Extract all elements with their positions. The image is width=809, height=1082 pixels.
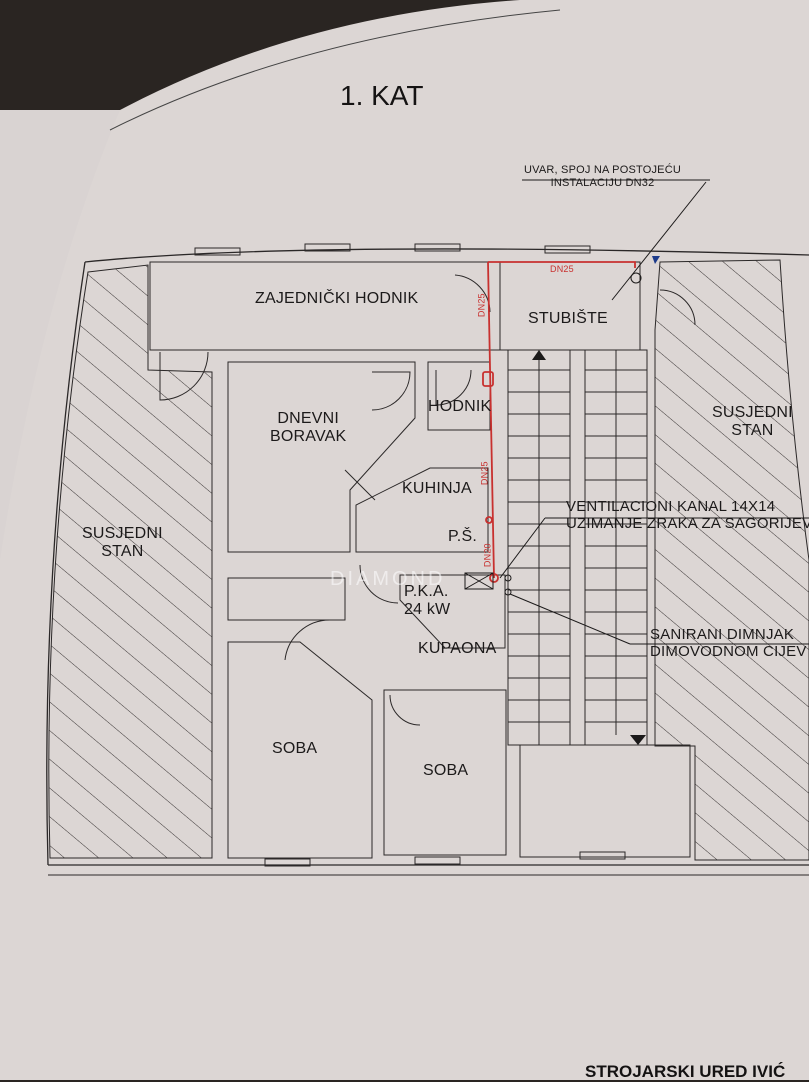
pipe-label-vertical-low: DN20 xyxy=(482,543,493,568)
room-label-boiler-line2: 24 kW xyxy=(404,601,451,619)
room-label-boiler-line1: P.K.A. xyxy=(404,583,449,600)
room-label-common-hall: ZAJEDNIČKI HODNIK xyxy=(255,290,419,307)
annotation-ventilation-line1: VENTILACIONI KANAL 14X14 xyxy=(566,498,776,515)
room-label-neighbor-right-line2: STAN xyxy=(731,422,774,440)
room-label-bedroom-1: SOBA xyxy=(272,740,318,757)
pipe-label-vertical-top: DN25 xyxy=(476,293,487,318)
room-label-boiler: P.K.A.24 kW xyxy=(404,583,450,620)
room-label-hallway: HODNIK xyxy=(428,398,492,415)
room-label-kitchen: KUHINJA xyxy=(402,480,472,497)
annotation-chimney-line2: DIMOVODNOM CIJEV xyxy=(650,643,807,661)
annotation-chimney-line1: SANIRANI DIMNJAK xyxy=(650,626,795,643)
page-title: 1. KAT xyxy=(340,80,424,111)
room-label-stairwell: STUBIŠTE xyxy=(528,310,608,327)
annotation-ventilation-line2: UZIMANJE ZRAKA ZA SAGORIJEV xyxy=(566,515,809,533)
annotation-inlet-line1: UVAR, SPOJ NA POSTOJEĆU xyxy=(524,164,682,176)
room-label-pantry: P.Š. xyxy=(448,528,477,545)
title-block-text: STROJARSKI URED IVIĆ xyxy=(585,1062,786,1081)
room-label-living-line1: DNEVNI xyxy=(277,410,340,427)
room-label-living-line2: BORAVAK xyxy=(270,428,347,446)
pipe-label-top: DN25 xyxy=(550,264,574,274)
room-label-neighbor-left-line1: SUSJEDNI xyxy=(82,525,163,542)
watermark: DIAMOND xyxy=(330,568,446,590)
room-label-neighbor-left-line2: STAN xyxy=(101,543,144,561)
room-label-bedroom-2: SOBA xyxy=(423,762,469,779)
room-label-bathroom: KUPAONA xyxy=(418,640,497,657)
pipe-label-vertical-mid: DN25 xyxy=(479,461,490,486)
annotation-inlet-line2: INSTALACIJU DN32 xyxy=(550,176,655,189)
room-label-neighbor-right-line1: SUSJEDNI xyxy=(712,404,793,421)
